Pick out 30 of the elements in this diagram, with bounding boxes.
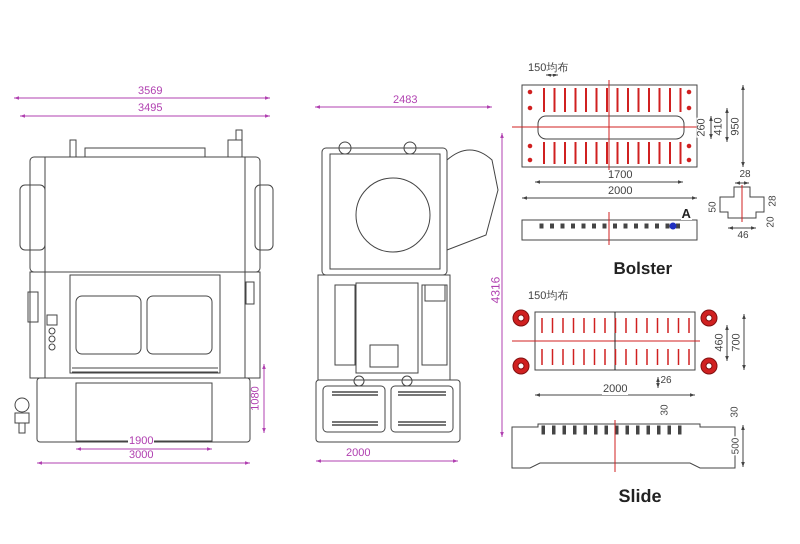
view-title: Slide	[618, 487, 663, 505]
dimension-value: 2000	[345, 448, 372, 458]
view-title: Bolster	[612, 260, 674, 276]
dimension-value: 2000	[602, 384, 628, 394]
dimension-value: 950	[730, 116, 742, 136]
dimension-value: 2000	[607, 186, 634, 196]
dimension-value: 30	[660, 403, 670, 417]
dimension-value: 410	[714, 116, 725, 136]
dimension-value: 260	[696, 116, 708, 138]
view-title: A	[680, 206, 692, 220]
dimension-value: 20	[766, 215, 776, 229]
dimension-value: 1080	[250, 384, 262, 412]
dimension-value: 4316	[488, 276, 501, 304]
dimension-value: 28	[738, 170, 752, 180]
dimension-value: 3569	[137, 86, 164, 96]
dimension-value: 50	[708, 200, 718, 214]
dimension-value: 2483	[392, 94, 418, 106]
dimension-value: 150均布	[527, 290, 570, 302]
dimension-value: 3495	[137, 102, 164, 114]
dimension-value: 26	[660, 376, 673, 386]
dimension-value: 30	[730, 405, 740, 419]
dimension-value: 700	[732, 332, 743, 352]
dimension-value: 28	[768, 194, 778, 208]
dimension-value: 150均布	[527, 62, 570, 74]
dimension-value: 46	[736, 231, 750, 241]
dimension-value: 3000	[128, 450, 154, 460]
dimension-value: 1900	[128, 436, 154, 446]
dimension-value: 1700	[607, 170, 634, 180]
dimension-value: 500	[730, 436, 741, 456]
dimension-value: 460	[714, 332, 726, 352]
